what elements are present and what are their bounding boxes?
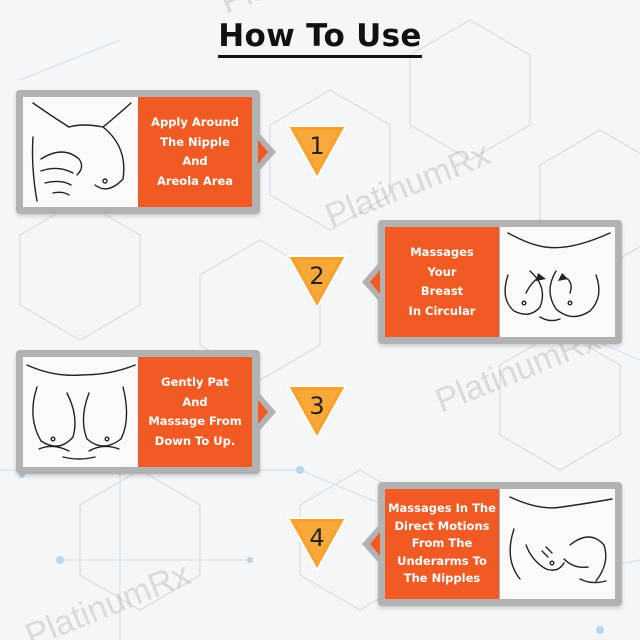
- step-card-4: Massages In The Direct Motions From The …: [362, 482, 622, 606]
- illustration-step-3: [23, 357, 138, 467]
- speech-tail-inner: [258, 140, 268, 164]
- step-text-panel-3: Gently Pat And Massage From Down To Up.: [138, 357, 252, 467]
- step-text-panel-2: Massages Your Breast In Circular: [385, 227, 499, 337]
- step-card-2: Massages Your Breast In Circular: [362, 220, 622, 344]
- triangle-icon: [287, 125, 347, 179]
- triangle-icon: [287, 255, 347, 309]
- triangle-icon: [287, 385, 347, 439]
- step-number-4: 4: [309, 524, 325, 552]
- speech-tail-inner: [370, 532, 380, 556]
- step-number-1: 1: [309, 132, 325, 160]
- illustration-step-4: [500, 489, 615, 599]
- step-card-1: Apply Around The Nipple And Areola Area: [16, 90, 276, 214]
- step-number-badge-3: 3: [286, 384, 348, 440]
- speech-tail-inner: [258, 400, 268, 424]
- step-number-3: 3: [309, 392, 325, 420]
- step-text-panel-4: Massages In The Direct Motions From The …: [385, 489, 499, 599]
- step-text-3: Gently Pat And Massage From Down To Up.: [148, 375, 242, 448]
- step-card-3: Gently Pat And Massage From Down To Up.: [16, 350, 276, 474]
- step-text-1: Apply Around The Nipple And Areola Area: [151, 115, 239, 188]
- circular-massage-icon: [504, 232, 611, 322]
- step-number-badge-4: 4: [286, 516, 348, 572]
- page-title-text: How To Use: [218, 18, 422, 58]
- underarm-massage-icon: [509, 496, 613, 584]
- step-number-badge-1: 1: [286, 124, 348, 180]
- speech-tail-inner: [370, 270, 380, 294]
- step-number-2: 2: [309, 262, 325, 290]
- illustration-step-2: [500, 227, 615, 337]
- step-text-4: Massages In The Direct Motions From The …: [388, 501, 496, 586]
- illustration-step-1: [23, 97, 138, 207]
- step-number-badge-2: 2: [286, 254, 348, 310]
- hands-under-chest-icon: [26, 364, 136, 460]
- triangle-icon: [287, 517, 347, 571]
- step-text-2: Massages Your Breast In Circular: [408, 245, 476, 318]
- page-title: How To Use: [0, 18, 640, 58]
- hand-on-chest-icon: [31, 102, 132, 202]
- step-text-panel-1: Apply Around The Nipple And Areola Area: [138, 97, 252, 207]
